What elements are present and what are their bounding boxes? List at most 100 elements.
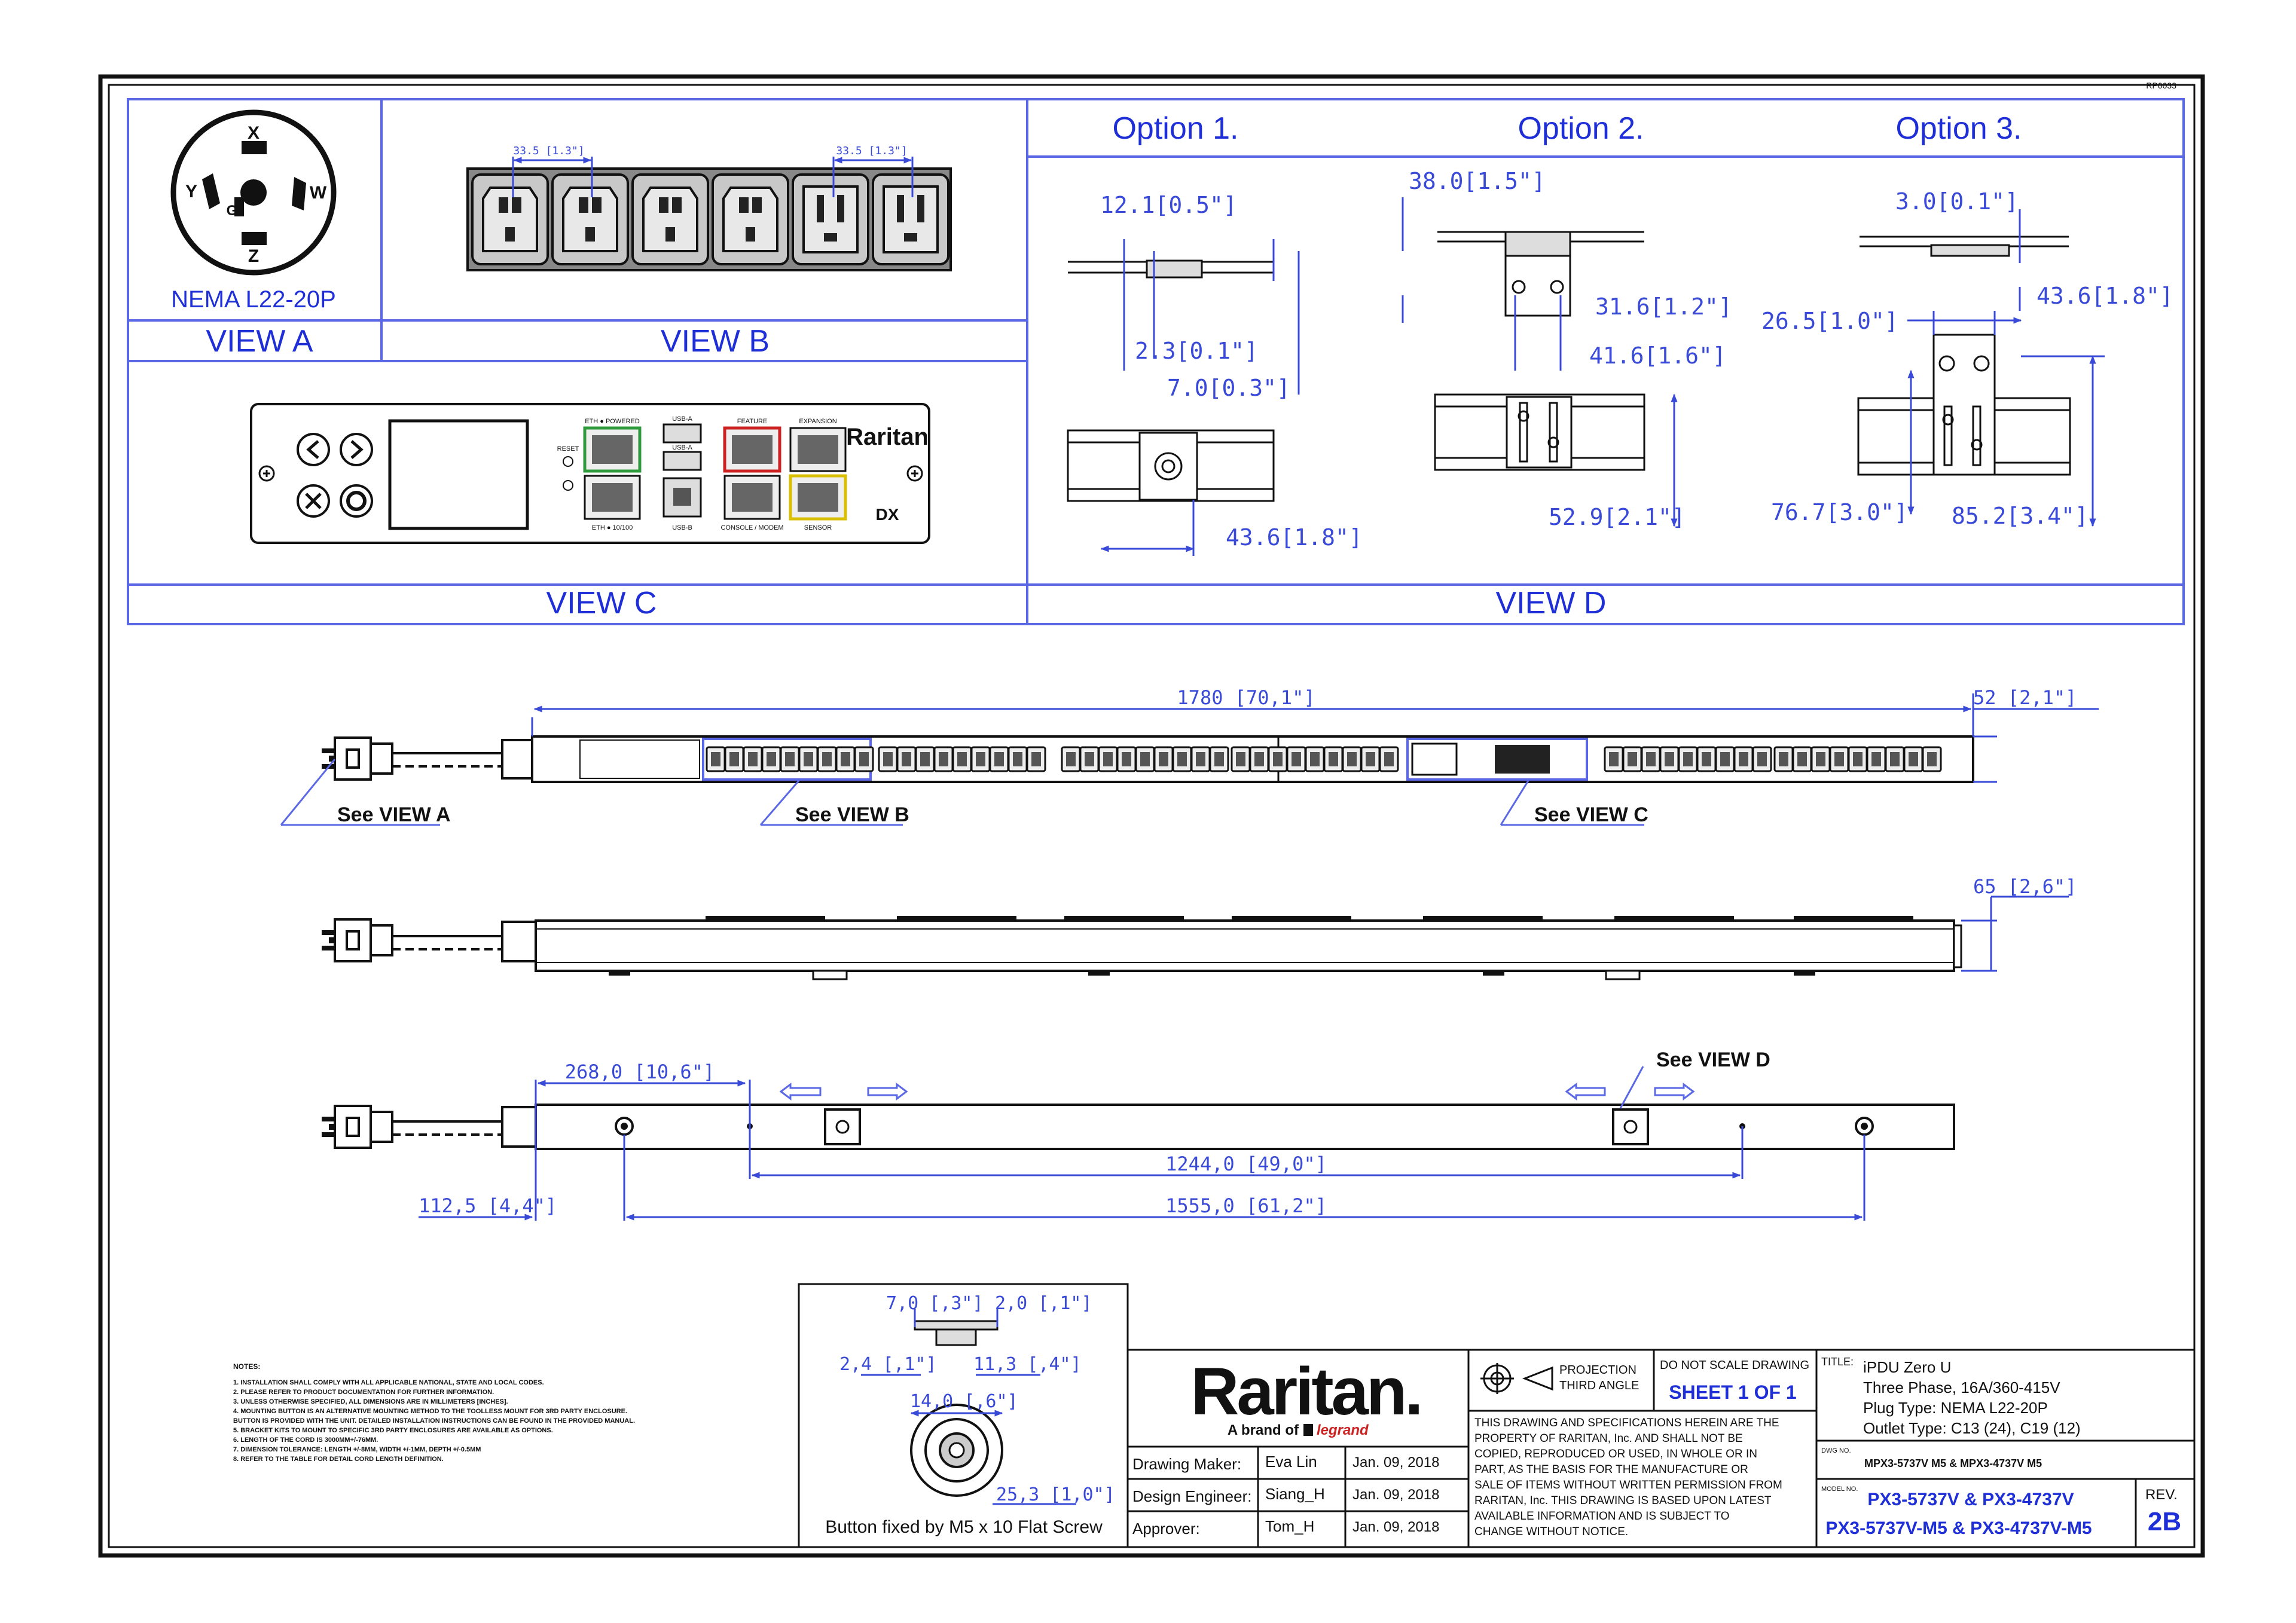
- pin-w-label: W: [310, 183, 327, 203]
- view-b-outlets: [466, 157, 952, 271]
- view-b-dim-left: 33.5 [1.3"]: [513, 145, 584, 157]
- note-line: 6. LENGTH OF THE CORD IS 3000MM+/-76MM.: [233, 1436, 378, 1444]
- pin-z-label: Z: [248, 246, 259, 266]
- opt3-dim-3: 3.0[0.1"]: [1895, 188, 2019, 215]
- outlet-mark: [952, 746, 972, 772]
- button-detail: [798, 1283, 1129, 1548]
- outlet-mark: [1286, 746, 1306, 772]
- outlet-mark: [1773, 746, 1794, 772]
- outlet-mark: [854, 746, 874, 772]
- outlet-mark: [1007, 746, 1028, 772]
- opt3-dim-26: 26.5[1.0"]: [1761, 308, 1898, 334]
- pdu-front-outlets: [706, 746, 1942, 772]
- ok-button: [340, 484, 373, 518]
- outlet-mark: [1026, 746, 1046, 772]
- btn-dim-253: 25,3 [1,0"]: [996, 1484, 1115, 1505]
- outlet-mark: [1696, 746, 1717, 772]
- outlet-mark: [1604, 746, 1624, 772]
- note-line: 2. PLEASE REFER TO PRODUCT DOCUMENTATION…: [233, 1389, 494, 1396]
- outlet-mark: [1752, 746, 1772, 772]
- usb-b-port: [662, 477, 702, 518]
- eth-bottom-label: ETH ● 10/100: [592, 524, 633, 531]
- outer-frame: [98, 74, 2205, 1558]
- outlet-mark: [1866, 746, 1886, 772]
- outlet-mark: [1903, 746, 1923, 772]
- opt3-dim-85: 85.2[3.4"]: [1952, 503, 2089, 529]
- disclaimer-line: SALE OF ITEMS WITHOUT WRITTEN PERMISSION…: [1474, 1479, 1782, 1491]
- outlet-mark: [989, 746, 1009, 772]
- outlet-mark: [1848, 746, 1868, 772]
- usb-a-port-2: [662, 451, 702, 471]
- feature-label: FEATURE: [737, 418, 768, 425]
- option-2-drawing: [1402, 197, 1678, 527]
- opt1-dim-12: 12.1[0.5"]: [1100, 192, 1237, 218]
- front-length-dim: 1780 [70,1"]: [1177, 686, 1315, 709]
- outlet-mark: [706, 746, 726, 772]
- outlet-mark: [835, 746, 856, 772]
- role-design-engineer: Design Engineer:: [1132, 1487, 1251, 1505]
- view-c-brand: Raritan: [846, 424, 929, 450]
- arrow-left-button: [297, 433, 330, 466]
- outlet-mark: [1622, 746, 1642, 772]
- name-design-engineer: Siang_H: [1265, 1485, 1325, 1503]
- model-line-2: PX3-5737V-M5 & PX3-4737V-M5: [1825, 1518, 2092, 1538]
- arrow-right-button: [340, 433, 373, 466]
- disclaimer-line: PART, AS THE BASIS FOR THE MANUFACTURE O…: [1474, 1463, 1748, 1476]
- opt1-dim-43: 43.6[1.8"]: [1226, 524, 1363, 551]
- outlet-mark: [1116, 746, 1137, 772]
- outlet-mark: [817, 746, 837, 772]
- date-approver: Jan. 09, 2018: [1352, 1519, 1439, 1535]
- pin-g-label: G: [227, 203, 238, 219]
- opt1-dim-7: 7.0[0.3"]: [1167, 375, 1290, 401]
- note-line: 8. REFER TO THE TABLE FOR DETAIL CORD LE…: [233, 1456, 444, 1463]
- dwg-label: DWG NO.: [1821, 1447, 1851, 1454]
- note-line: 3. UNLESS OTHERWISE SPECIFIED, ALL DIMEN…: [233, 1398, 508, 1405]
- option-1-drawing: [1067, 239, 1300, 556]
- model-line-1: PX3-5737V & PX3-4737V: [1867, 1490, 2074, 1509]
- pdu-back-view: [320, 1083, 1955, 1150]
- title-line-1: iPDU Zero U: [1863, 1358, 1951, 1376]
- disclaimer-line: COPIED, REPRODUCED OR USED, IN WHOLE OR …: [1474, 1448, 1757, 1460]
- outlet-mark: [780, 746, 800, 772]
- outlet-mark: [1190, 746, 1211, 772]
- outlet-mark: [1829, 746, 1849, 772]
- front-width-dim: 52 [2,1"]: [1973, 686, 2077, 709]
- outlet-mark: [915, 746, 935, 772]
- callout-view-b: See VIEW B: [795, 803, 909, 826]
- outlet-mark: [1061, 746, 1081, 772]
- sheet-number: SHEET 1 OF 1: [1669, 1381, 1796, 1403]
- revision: 2B: [2148, 1507, 2181, 1536]
- outlet-mark: [798, 746, 819, 772]
- btn-dim-24: 2,4 [,1"]: [839, 1354, 937, 1375]
- outlet-mark: [1792, 746, 1812, 772]
- opt1-dim-2: 2.3[0.1"]: [1135, 338, 1258, 364]
- pin-x-label: X: [248, 123, 259, 143]
- option-3-drawing: [1857, 209, 2105, 527]
- notes-heading: NOTES:: [233, 1362, 260, 1371]
- back-dim-1244: 1244,0 [49,0"]: [1165, 1153, 1327, 1175]
- outlet-mark: [724, 746, 744, 772]
- note-line: BUTTON IS PROVIDED WITH THE UNIT. DETAIL…: [233, 1417, 635, 1425]
- outlet-mark: [1249, 746, 1269, 772]
- usb-a2-label: USB-A: [672, 444, 692, 451]
- button-caption: Button fixed by M5 x 10 Flat Screw: [825, 1517, 1103, 1537]
- note-line: 5. BRACKET KITS TO MOUNT TO SPECIFIC 3RD…: [233, 1427, 553, 1434]
- callout-view-d: See VIEW D: [1656, 1049, 1770, 1071]
- disclaimer-line: THIS DRAWING AND SPECIFICATIONS HEREIN A…: [1474, 1417, 1779, 1429]
- btn-dim-2: 2,0 [,1"]: [995, 1293, 1092, 1314]
- role-drawing-maker: Drawing Maker:: [1132, 1455, 1241, 1473]
- projection-type: THIRD ANGLE: [1559, 1379, 1639, 1392]
- disclaimer-line: AVAILABLE INFORMATION AND IS SUBJECT TO: [1474, 1510, 1730, 1523]
- outlet-mark: [761, 746, 781, 772]
- usb-a-label: USB-A: [672, 415, 692, 423]
- eth-top-label: ETH ● POWERED: [585, 418, 640, 425]
- outlet-mark: [1305, 746, 1325, 772]
- opt2-dim-38: 38.0[1.5"]: [1409, 168, 1546, 194]
- opt2-dim-52: 52.9[2.1"]: [1549, 504, 1686, 530]
- title-line-4: Outlet Type: C13 (24), C19 (12): [1863, 1419, 2081, 1437]
- console-label: CONSOLE / MODEM: [720, 524, 783, 531]
- date-design-engineer: Jan. 09, 2018: [1352, 1487, 1439, 1503]
- lcd-screen: [388, 419, 529, 530]
- outlet-mark: [1678, 746, 1698, 772]
